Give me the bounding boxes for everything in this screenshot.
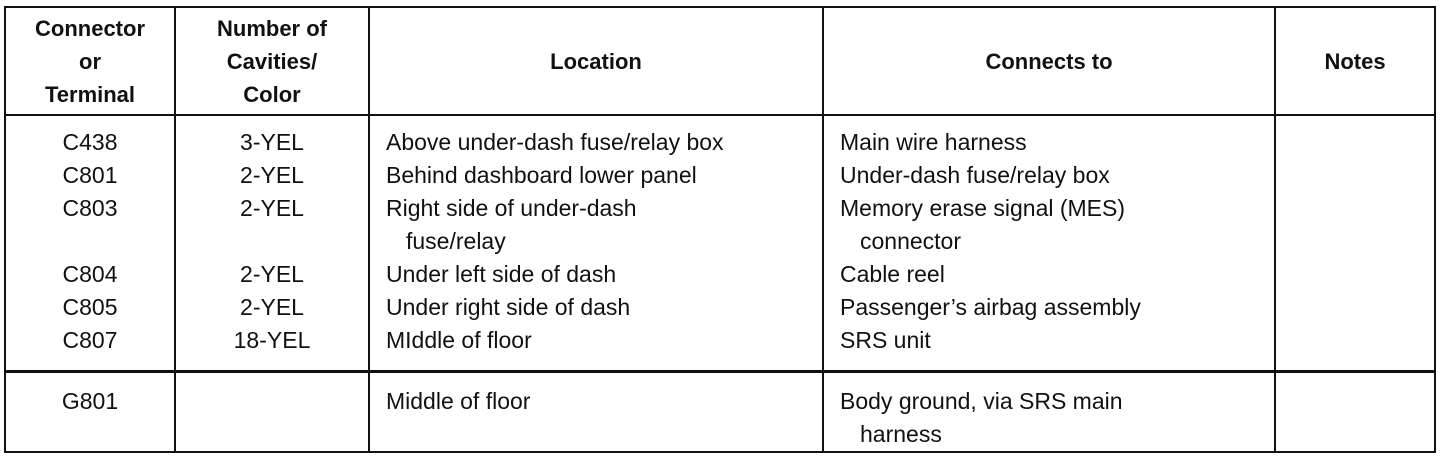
ground-connector-id: G801 (4, 370, 176, 453)
ground-notes-cell (1274, 370, 1436, 453)
connects-to-value-continued: connector (860, 228, 962, 254)
header-connects-to: Connects to (822, 6, 1276, 116)
location-value: Under left side of dash (386, 261, 617, 287)
connector-id: C803 (62, 195, 118, 221)
connector-id: C438 (62, 129, 118, 155)
header-notes: Notes (1274, 6, 1436, 116)
connector-id-spacer (6, 225, 174, 258)
location-value: Above under-dash fuse/relay box (386, 129, 724, 155)
ground-location: Middle of floor (368, 370, 824, 453)
ground-connects-to: Body ground, via SRS main harness (822, 370, 1276, 453)
connector-id: C801 (62, 162, 118, 188)
cavities-value: 2-YEL (240, 162, 304, 188)
location-value-continued: fuse/relay (406, 228, 506, 254)
location-column: Above under-dash fuse/relay box Behind d… (368, 114, 824, 373)
location-value: MIddle of floor (386, 327, 532, 353)
connects-to-value: Under-dash fuse/relay box (840, 162, 1110, 188)
cavities-spacer (176, 225, 368, 258)
connector-table-container: Connector or Terminal Number of Cavities… (4, 6, 1436, 454)
connects-to-value: Cable reel (840, 261, 945, 287)
cavities-column: 3-YEL 2-YEL 2-YEL 2-YEL 2-YEL 18-YEL (174, 114, 370, 373)
connector-id: C805 (62, 294, 118, 320)
connector-id: C807 (62, 327, 118, 353)
notes-cell (1274, 114, 1436, 373)
connector-column: C438 C801 C803 C804 C805 C807 (4, 114, 176, 373)
connects-to-column: Main wire harness Under-dash fuse/relay … (822, 114, 1276, 373)
connector-table: Connector or Terminal Number of Cavities… (4, 6, 1436, 453)
ground-cavities (174, 370, 370, 453)
connector-rows-group: C438 C801 C803 C804 C805 C807 3-YEL 2-YE… (4, 114, 1436, 373)
location-value: Behind dashboard lower panel (386, 162, 697, 188)
connects-to-value: Main wire harness (840, 129, 1027, 155)
connects-to-value: Memory erase signal (MES) (840, 195, 1126, 221)
header-location: Location (368, 6, 824, 116)
cavities-value: 2-YEL (240, 195, 304, 221)
connector-id: C804 (62, 261, 118, 287)
cavities-value: 18-YEL (233, 327, 311, 353)
header-connector: Connector or Terminal (4, 6, 176, 116)
cavities-value: 2-YEL (240, 261, 304, 287)
location-value: Right side of under-dash (386, 195, 637, 221)
connects-to-value: SRS unit (840, 327, 931, 353)
header-cavities: Number of Cavities/ Color (174, 6, 370, 116)
cavities-value: 3-YEL (240, 129, 304, 155)
ground-row: G801 Middle of floor Body ground, via SR… (4, 370, 1436, 453)
location-value: Under right side of dash (386, 294, 631, 320)
cavities-value: 2-YEL (240, 294, 304, 320)
header-row: Connector or Terminal Number of Cavities… (4, 6, 1436, 116)
connects-to-value: Passenger’s airbag assembly (840, 294, 1141, 320)
